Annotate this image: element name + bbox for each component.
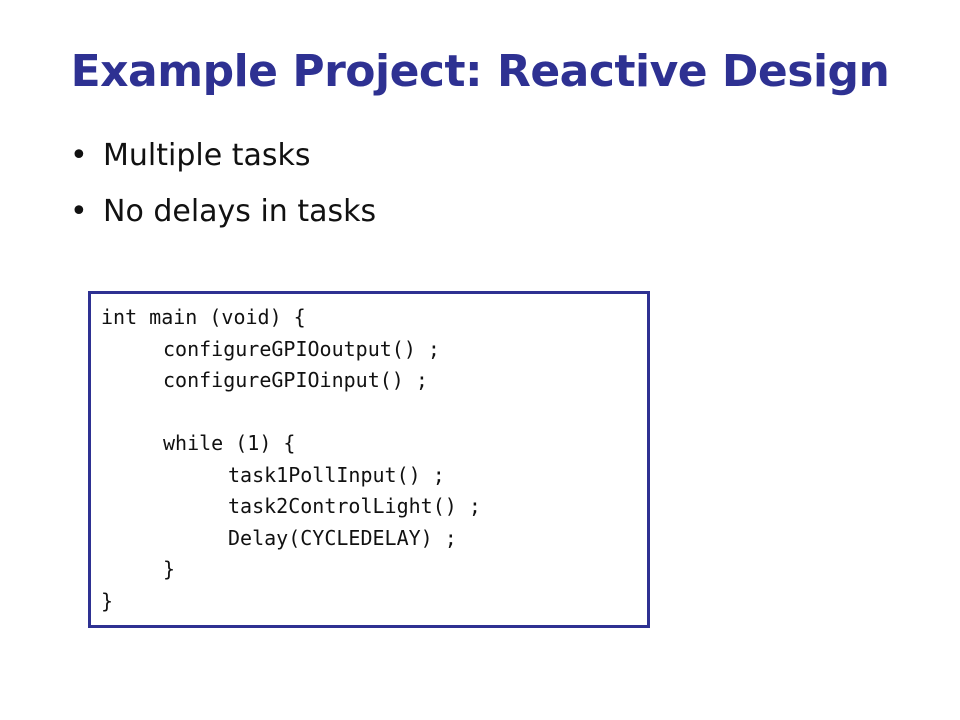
bullet-marker: •	[70, 194, 88, 229]
code-line-blank	[101, 397, 481, 429]
code-listing: int main (void) { configureGPIOoutput() …	[101, 302, 481, 617]
bullet-item: • Multiple tasks	[70, 128, 376, 184]
code-line: configureGPIOoutput() ;	[163, 336, 440, 361]
code-line: Delay(CYCLEDELAY) ;	[228, 525, 457, 550]
bullet-text: Multiple tasks	[103, 138, 311, 173]
code-line: while (1) {	[163, 431, 296, 455]
bullet-item: • No delays in tasks	[70, 184, 376, 240]
bullet-list: • Multiple tasks • No delays in tasks	[70, 128, 376, 240]
bullet-text: No delays in tasks	[103, 194, 377, 229]
code-line: configureGPIOinput() ;	[163, 368, 428, 392]
code-box: int main (void) { configureGPIOoutput() …	[88, 291, 650, 628]
code-line: int main (void) {	[101, 305, 306, 329]
code-line: }	[163, 557, 176, 581]
slide-title: Example Project: Reactive Design	[70, 46, 890, 97]
code-line: task2ControlLight() ;	[228, 494, 481, 518]
code-line: }	[101, 588, 114, 613]
code-line: task1PollInput() ;	[228, 462, 445, 487]
bullet-marker: •	[70, 138, 88, 173]
